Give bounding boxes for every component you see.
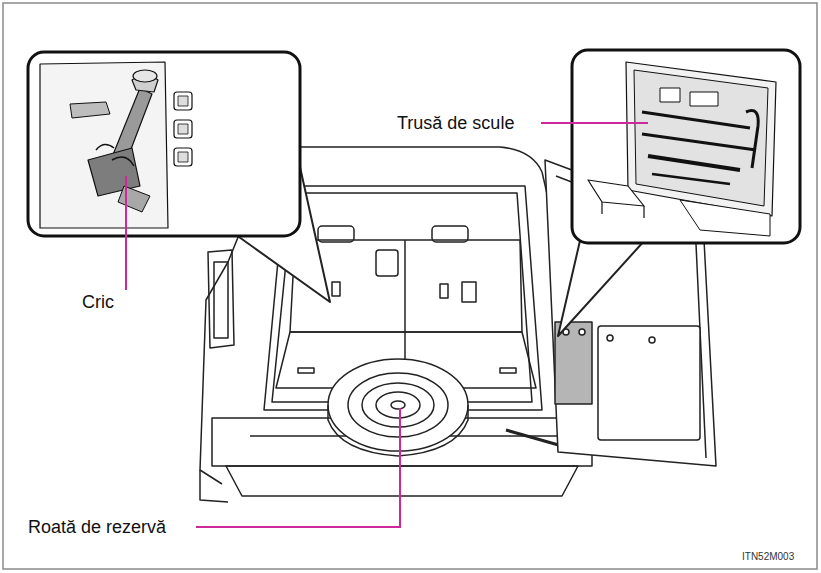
- tool-kit-inset-part: [572, 50, 800, 243]
- leader-line: [126, 123, 648, 527]
- tool-kit-inset-part: [626, 62, 776, 216]
- part-label: Roată de rezervă: [28, 516, 166, 538]
- car-body-part: [432, 226, 468, 242]
- tool-kit-inset-part: [652, 174, 730, 184]
- jack-inset-part: [174, 92, 192, 110]
- car-body-part: [506, 430, 562, 446]
- tool-kit-inset-part: [642, 112, 750, 128]
- liftgate-part: [607, 335, 613, 341]
- liftgate-part: [649, 337, 655, 343]
- jack-inset-part: [40, 62, 168, 228]
- callout-wedge-part: [558, 232, 645, 336]
- figure-code: ITN52M003: [742, 551, 794, 563]
- jack-inset-part: [178, 152, 188, 162]
- car-body-part: [332, 282, 340, 296]
- car-body-part: [376, 250, 398, 276]
- jack-inset-part: [178, 96, 188, 106]
- spare-tire-part: [362, 383, 434, 427]
- frame: [3, 3, 817, 569]
- tool-kit-inset-part: [601, 202, 602, 214]
- car-body-part: [298, 368, 314, 373]
- car-body-part: [440, 284, 448, 298]
- leader-line-part: [196, 408, 400, 527]
- car-body-part: [262, 147, 542, 178]
- tool-kit-inset-part: [746, 111, 758, 168]
- jack-inset-part: [174, 148, 192, 166]
- car-body-part: [318, 226, 354, 242]
- spare-tire: [328, 359, 468, 456]
- spare-tire-part: [328, 359, 468, 451]
- spare-tire-part: [328, 405, 468, 456]
- spare-tire-part: [376, 392, 420, 418]
- tool-kit-inset-part: [642, 134, 756, 150]
- tool-kit-inset-part: [648, 156, 740, 170]
- car-body-part: [462, 282, 476, 302]
- tool-kit-inset-part: [643, 206, 644, 218]
- tool-kit-inset-part: [680, 200, 770, 236]
- car-body-part: [214, 262, 228, 338]
- tool-kit-inset-part: [660, 88, 680, 102]
- jack-inset-part: [112, 157, 134, 166]
- tool-kit-inset: [572, 50, 800, 243]
- leader-line-part: [125, 176, 127, 290]
- car-body-part: [500, 368, 516, 373]
- liftgate-part: [598, 326, 700, 440]
- jack-inset-part: [174, 120, 192, 138]
- jack-inset-part: [28, 52, 300, 236]
- leader-line-part: [541, 122, 648, 124]
- spare-tire-part: [348, 373, 448, 437]
- car-body-part: [208, 250, 234, 348]
- jack-inset-part: [70, 102, 110, 118]
- jack-inset-part: [178, 124, 188, 134]
- liftgate-part: [579, 329, 585, 335]
- spare-tire-part: [391, 401, 405, 409]
- part-label: Trusă de scule: [397, 112, 514, 134]
- jack-inset-part: [133, 70, 157, 82]
- car-body-part: [404, 240, 406, 332]
- part-label: Cric: [82, 291, 114, 313]
- car-body-part: [200, 470, 228, 502]
- jack-inset: [28, 52, 300, 236]
- tool-kit-inset-part: [588, 180, 644, 206]
- car-body-part: [226, 466, 578, 496]
- frame-part: [3, 3, 817, 569]
- jack-inset-part: [96, 144, 114, 150]
- tool-kit-inset-part: [690, 92, 718, 106]
- jack-inset-part: [118, 186, 150, 212]
- tool-kit-inset-part: [634, 70, 768, 206]
